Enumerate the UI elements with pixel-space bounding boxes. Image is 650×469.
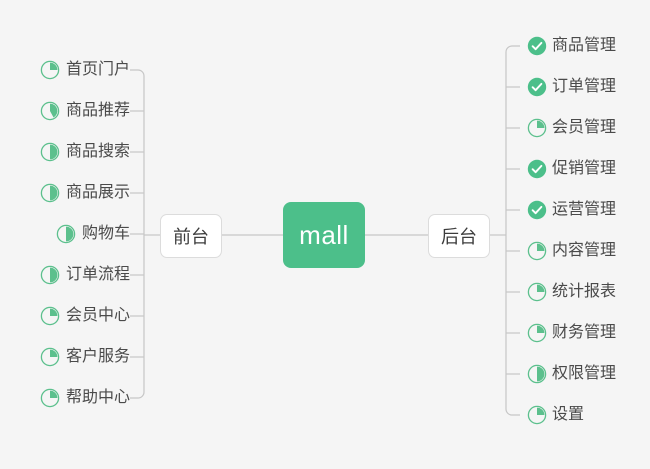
pie-progress-icon <box>40 306 60 326</box>
leaf-node[interactable]: 会员中心 <box>40 304 130 328</box>
pie-progress-icon <box>527 118 547 138</box>
leaf-node-label: 商品推荐 <box>65 102 130 119</box>
leaf-node-label: 财务管理 <box>552 324 617 341</box>
leaf-node[interactable]: 客户服务 <box>40 345 130 369</box>
leaf-node-label: 订单流程 <box>65 266 130 283</box>
pie-progress-icon <box>527 323 547 343</box>
leaf-node-label: 运营管理 <box>552 201 617 218</box>
leaf-node[interactable]: 订单流程 <box>40 263 130 287</box>
pie-progress-icon <box>527 405 547 425</box>
leaf-node-label: 商品搜索 <box>65 143 130 160</box>
leaf-node[interactable]: 商品搜索 <box>40 140 130 164</box>
leaf-node[interactable]: 商品推荐 <box>40 99 130 123</box>
leaf-node[interactable]: 帮助中心 <box>40 386 130 410</box>
root-node-mall[interactable]: mall <box>283 202 365 268</box>
leaf-node[interactable]: 购物车 <box>56 222 130 246</box>
leaf-node[interactable]: 设置 <box>527 403 584 427</box>
leaf-node-label: 统计报表 <box>552 283 617 300</box>
leaf-node-label: 设置 <box>552 406 585 423</box>
leaf-node[interactable]: 促销管理 <box>527 157 616 181</box>
branch-node-backend[interactable]: 后台 <box>428 214 490 258</box>
leaf-node[interactable]: 权限管理 <box>527 362 616 386</box>
leaf-node-label: 商品管理 <box>552 37 617 54</box>
leaf-node[interactable]: 商品管理 <box>527 34 616 58</box>
check-circle-icon <box>527 200 547 220</box>
leaf-node-label: 帮助中心 <box>65 389 130 406</box>
leaf-node-label: 首页门户 <box>65 61 130 78</box>
leaf-node[interactable]: 财务管理 <box>527 321 616 345</box>
pie-progress-icon <box>40 347 60 367</box>
leaf-node-label: 客户服务 <box>65 348 130 365</box>
leaf-node[interactable]: 首页门户 <box>40 58 130 82</box>
branch-node-backend-label: 后台 <box>441 227 477 247</box>
leaf-node-label: 会员管理 <box>552 119 617 136</box>
pie-progress-icon <box>40 388 60 408</box>
branch-node-frontend[interactable]: 前台 <box>160 214 222 258</box>
check-circle-icon <box>527 36 547 56</box>
pie-progress-icon <box>40 183 60 203</box>
leaf-node[interactable]: 统计报表 <box>527 280 616 304</box>
root-node-label: mall <box>299 219 349 250</box>
leaf-node[interactable]: 订单管理 <box>527 75 616 99</box>
check-circle-icon <box>527 77 547 97</box>
pie-progress-icon <box>40 60 60 80</box>
pie-progress-icon <box>527 364 547 384</box>
pie-progress-icon <box>40 265 60 285</box>
leaf-node[interactable]: 会员管理 <box>527 116 616 140</box>
pie-progress-icon <box>527 282 547 302</box>
leaf-node-label: 购物车 <box>81 225 130 242</box>
leaf-node-label: 订单管理 <box>552 78 617 95</box>
pie-progress-icon <box>40 142 60 162</box>
leaf-node[interactable]: 商品展示 <box>40 181 130 205</box>
leaf-node-label: 促销管理 <box>552 160 617 177</box>
check-circle-icon <box>527 159 547 179</box>
leaf-node[interactable]: 内容管理 <box>527 239 616 263</box>
leaf-node-label: 商品展示 <box>65 184 130 201</box>
pie-progress-icon <box>56 224 76 244</box>
pie-progress-icon <box>40 101 60 121</box>
leaf-node-label: 权限管理 <box>552 365 617 382</box>
branch-node-frontend-label: 前台 <box>173 227 209 247</box>
leaf-node-label: 内容管理 <box>552 242 617 259</box>
leaf-node-label: 会员中心 <box>65 307 130 324</box>
leaf-node[interactable]: 运营管理 <box>527 198 616 222</box>
pie-progress-icon <box>527 241 547 261</box>
